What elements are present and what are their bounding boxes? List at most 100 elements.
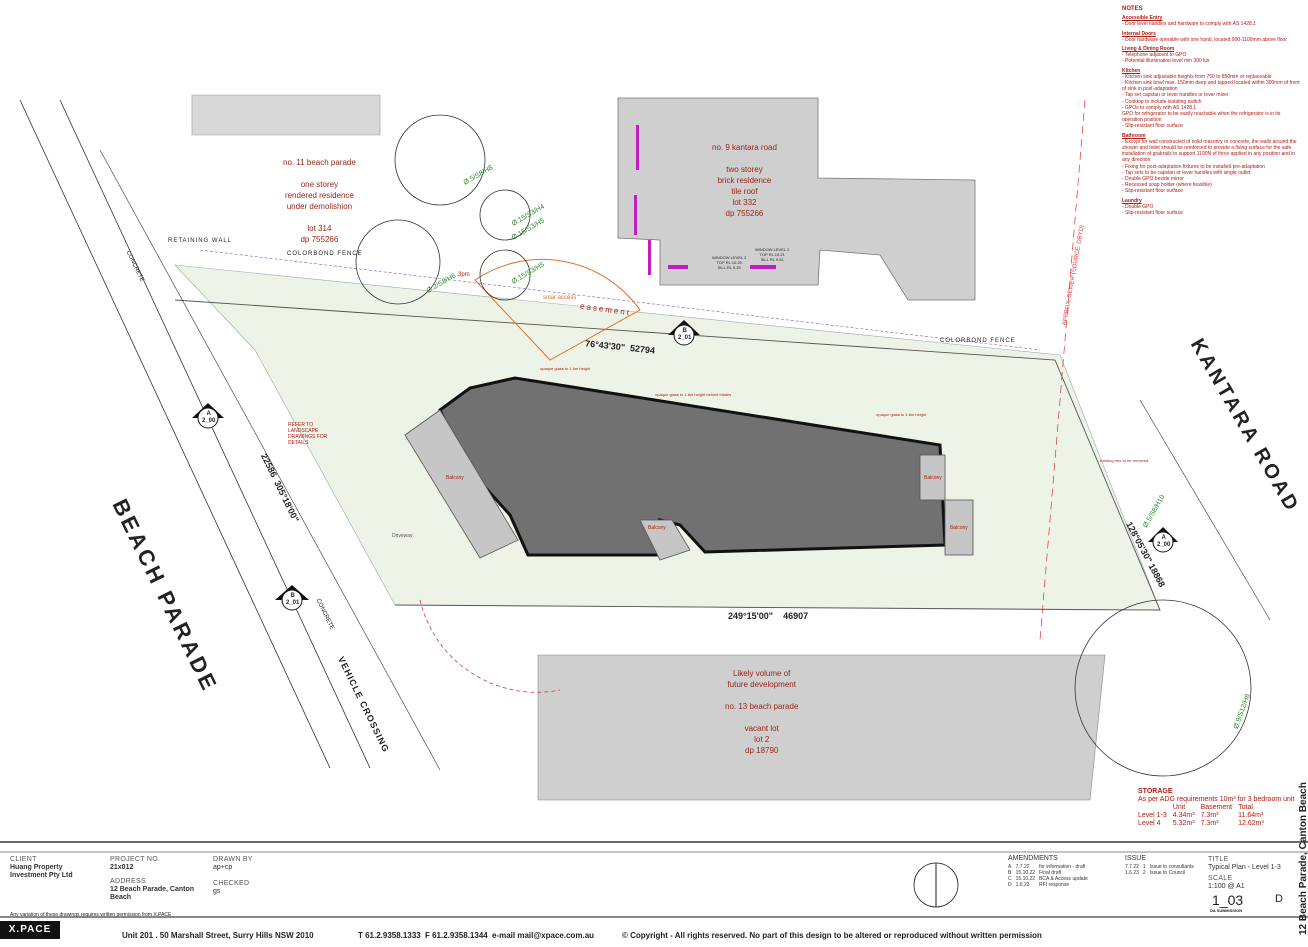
notes-line: - Door hardware operable with one hand, … [1122,36,1288,43]
notes-line: - Recessed soap holder (where feasible) [1122,182,1212,189]
refer-landscape-label: REFER TO LANDSCAPE DRAWINGS FOR DETAILS [288,422,328,446]
notes-heading: Bathroom [1122,132,1146,139]
sheet-number: 1_03 [1212,892,1244,908]
notes-line: - Double GPO [1122,203,1154,210]
notes-heading: Living & Dining Room [1122,46,1175,53]
bearing-south: 249°15'00" 46907 [728,611,809,621]
notes-line: - Slip-resistant floor surface [1122,188,1183,195]
solar-access-fan [474,258,641,361]
notes-line: - Slip-resistant floor surface [1122,210,1183,217]
beach-parade-kerb-3 [99,149,441,771]
notes-line: - Slip-resistant floor surface [1122,123,1183,130]
opaque-glass-label-1: opaque glass to 1.6m height [540,366,591,371]
three-pm-label: 3pm [458,272,470,278]
footer-phone: T 61.2.9358.1333 [358,931,421,940]
project-block: PROJECT NO. 21x012 ADDRESS 12 Beach Para… [110,856,195,901]
footer-email: e-mail mail@xpace.com.au [492,931,595,940]
storage-panel: STORAGE As per ADG requirements 10m³ for… [1138,788,1298,828]
driveway-label: Driveway [392,533,413,539]
notes-line: - Fixing for post-adaptation fixtures to… [1122,163,1265,170]
section-marker-icons [192,320,1178,611]
drawn-block: DRAWN BY ap+cp CHECKED gs [213,856,253,895]
lot13-future-volume [537,654,1106,801]
balcony-east-2 [944,499,974,556]
existing-tree-label: existing tree to be removed [1100,458,1149,463]
notes-heading: Accessible Entry [1122,15,1163,22]
footer-address: Unit 201 . 50 Marshall Street, Surry Hil… [122,931,314,940]
client-block: CLIENT Huang Property Investment Pty Ltd [10,856,73,879]
balcony-east-1 [919,454,946,501]
storage-subtitle: As per ADG requirements 10m³ for 3 bedro… [1138,796,1295,803]
notes-line: - Tap sets to be capstan or lever handle… [1122,169,1251,176]
notes-heading: Kitchen [1122,67,1141,74]
lot11-building [191,94,381,136]
notes-heading: Laundry [1122,197,1142,204]
footer-copyright: © Copyright - All rights reserved. No pa… [622,931,1042,940]
notes-title: NOTES [1122,6,1143,12]
notes-line: - Kitchen sink adjustable heights from 7… [1122,73,1272,80]
kantara-kerb [1139,399,1271,621]
balcony-label-2: Balcony [924,475,942,481]
opaque-glass-label-3: opaque glass to 1.6m height [876,412,927,417]
xpace-logo: X.PACE [0,921,60,939]
driveway-swept-path [419,599,561,693]
title-block: TITLE Typical Plan - Level 1-3 SCALE 1:1… [1208,856,1281,890]
solar-access-label: solar access [543,295,577,301]
balcony-label-4: Balcony [648,525,666,531]
notes-line: - GPOs to comply with AS 1428.1 [1122,104,1197,111]
fence-line [199,249,1041,351]
stage-label: DA SUBMISSION [1210,908,1243,913]
balcony-south [639,519,691,561]
main-building [438,376,947,557]
balcony-west [404,409,519,559]
notes-panel: NOTES Accessible Entry - Door level hand… [1122,6,1302,216]
notes-line: GPO for refrigerator to be easily reacha… [1122,111,1281,124]
notes-line: - Door level handles and hardware to com… [1122,21,1256,28]
balcony-label-1: Balcony [446,475,464,481]
notes-line: - Cooktop to include isolating switch [1122,98,1202,105]
tree-symbols [355,114,1252,777]
opaque-glass-label-2: opaque glass to 1.6m height behind blade… [655,392,732,397]
beach-parade-kerb-1 [19,99,331,769]
colorbond-fence-label-2: COLORBOND FENCE [940,338,1016,344]
notes-line: - Telephone adjacent to GPO [1122,52,1187,59]
storage-title: STORAGE [1138,788,1173,795]
permission-note: Any variation of these drawings requires… [10,912,172,918]
window-markers [634,125,776,275]
revision-letter: D [1275,893,1283,905]
notes-line: - Kitchen sink bowl max. 150mm deep and … [1122,80,1300,93]
balcony-label-3: Balcony [950,525,968,531]
notes-heading: Internal Doors [1122,30,1156,37]
colorbond-fence-label-1: COLORBOND FENCE [287,251,363,257]
notes-line: - Except for wall constructed of solid m… [1122,138,1297,164]
notes-line: - Tap set capstan or lever handles or le… [1122,92,1229,99]
lot9-building [617,97,976,301]
site-boundary [174,299,1161,611]
notes-line: - Double GPO beside mirror [1122,176,1184,183]
retaining-wall-label: RETAINING WALL [168,238,233,244]
footer-fax: F 61.2.9358.1344 [425,931,488,940]
notes-line: - Potential illumination level min 300 l… [1122,58,1210,65]
beach-parade-kerb-2 [59,99,371,769]
